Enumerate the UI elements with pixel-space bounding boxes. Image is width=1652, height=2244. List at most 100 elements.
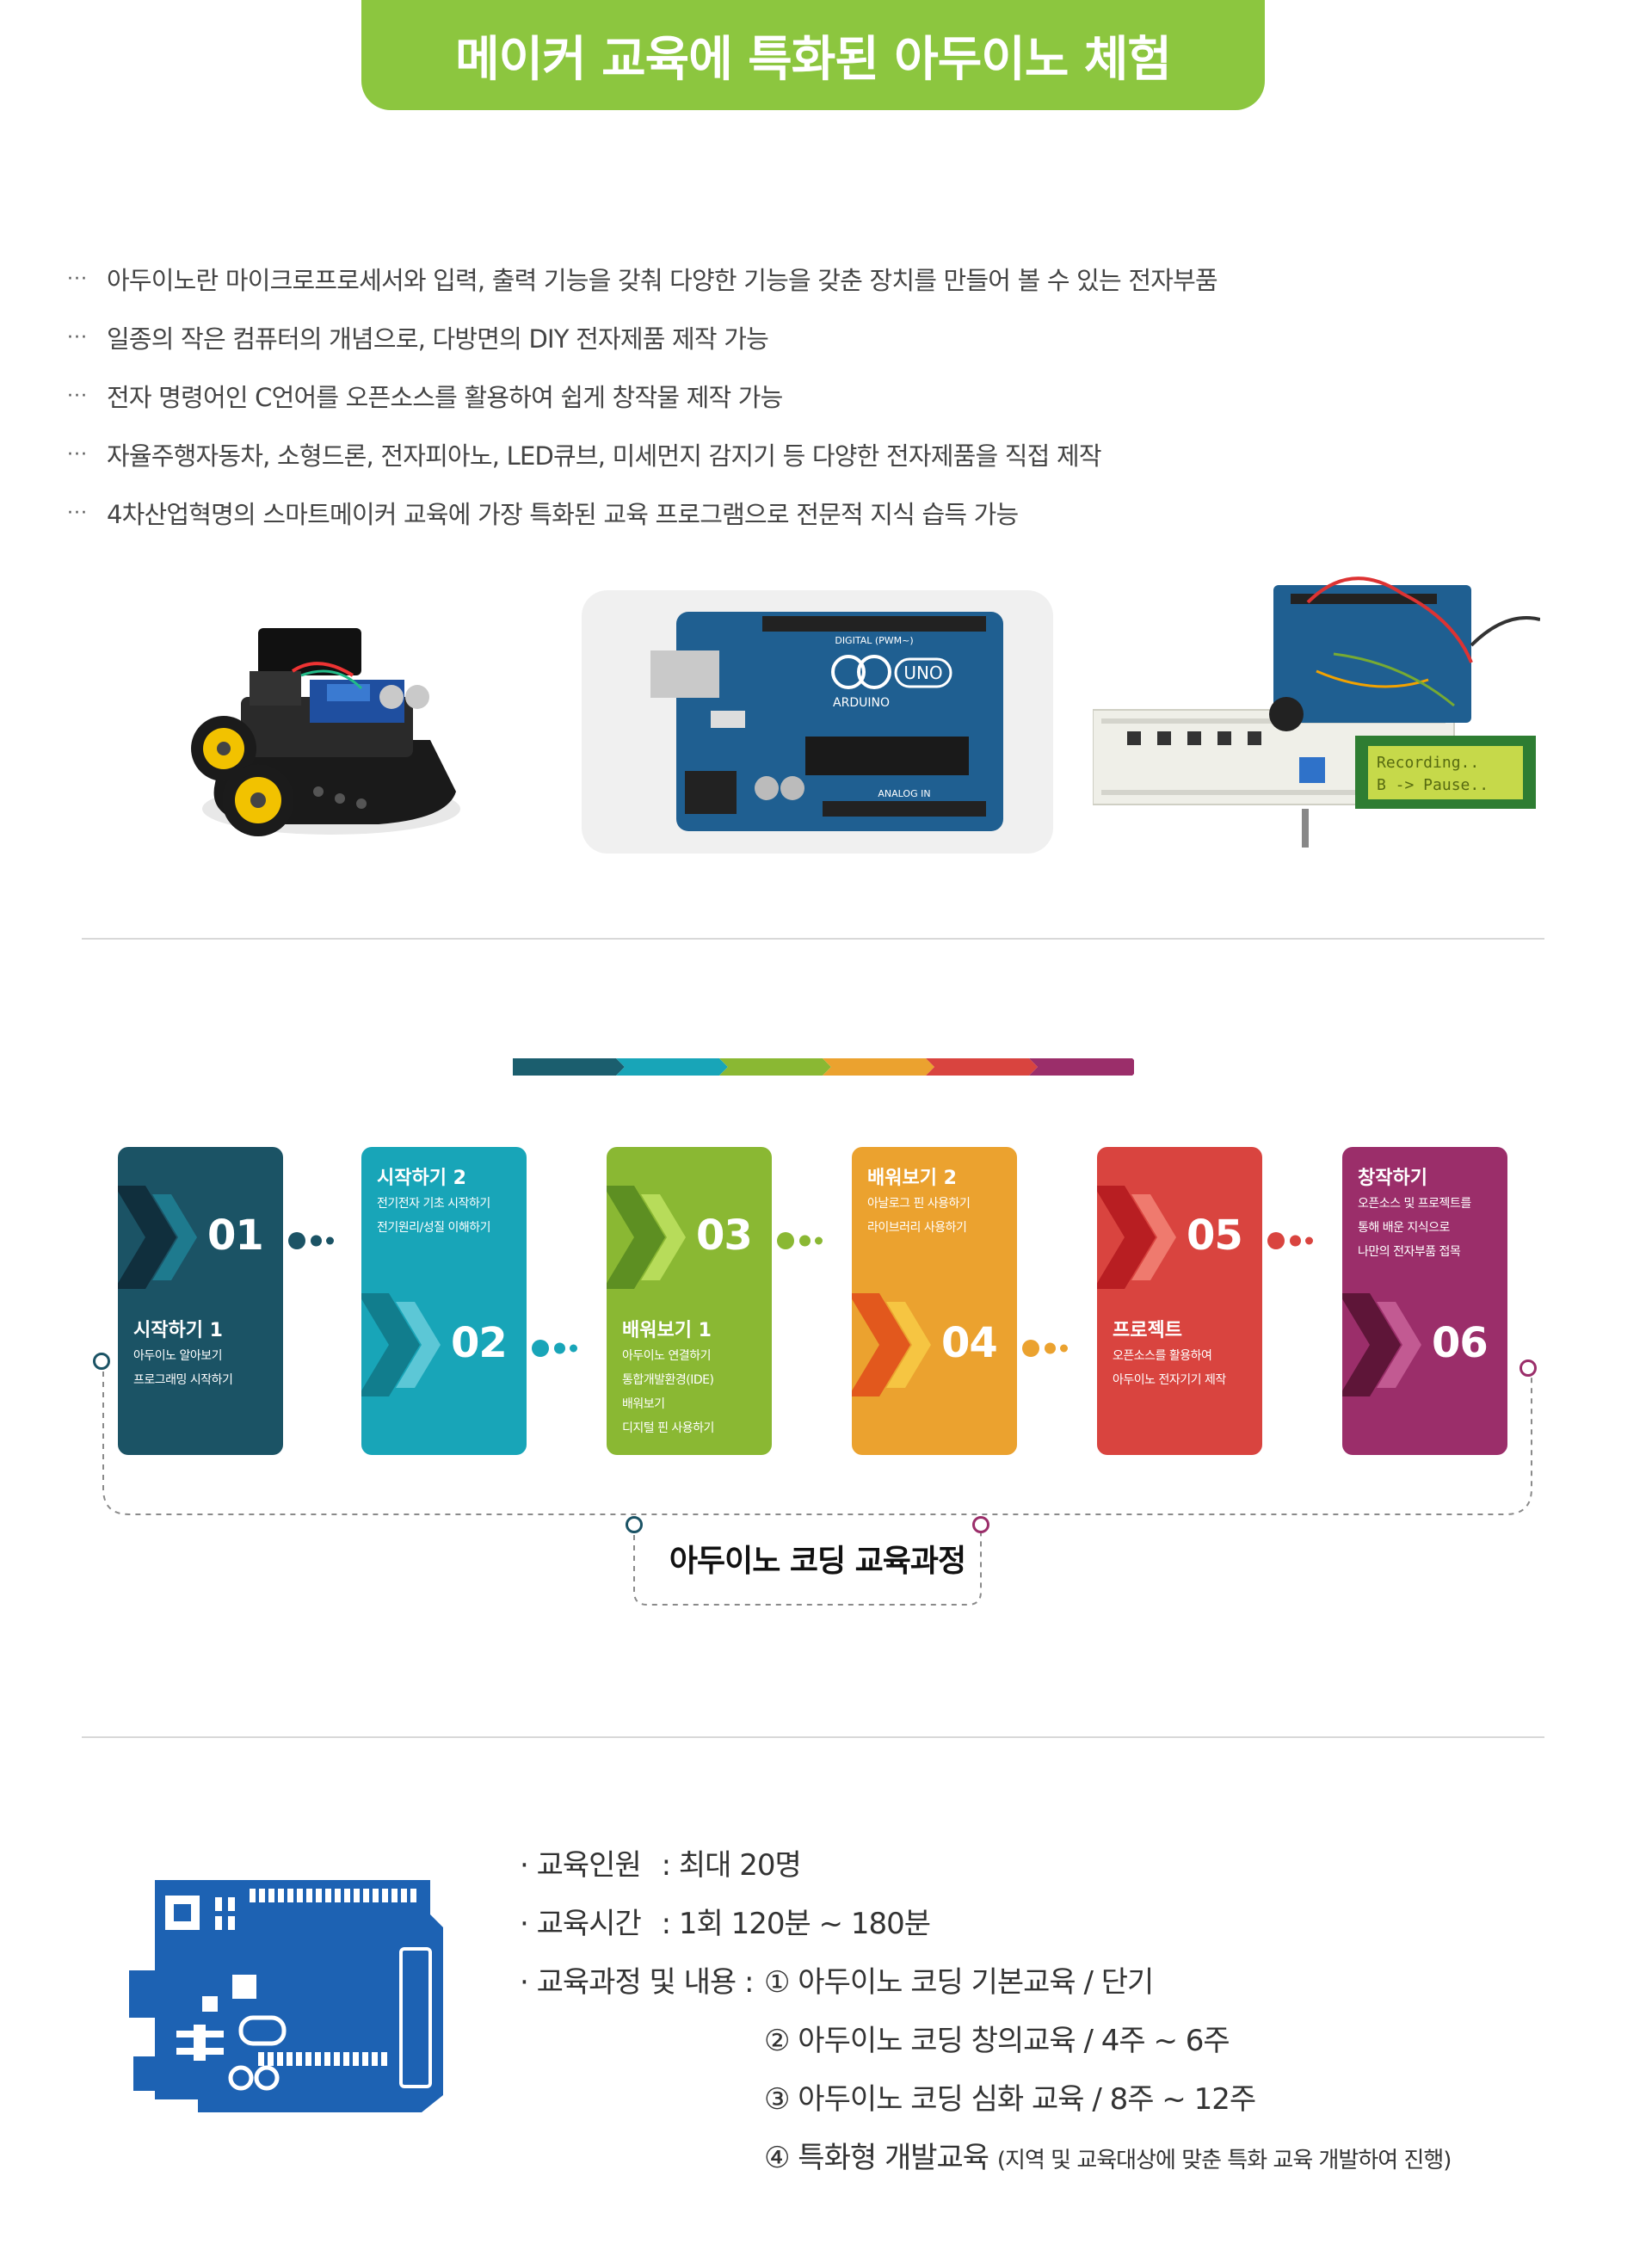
course-number: 05 [1187, 1211, 1243, 1260]
board-uno-label: UNO [903, 663, 942, 683]
strip-segment [719, 1058, 831, 1076]
strip-segment [1029, 1058, 1134, 1076]
connector-left-ring [626, 1516, 643, 1533]
intro-bullet: ··· 자율주행자동차, 소형드론, 전자피아노, LED큐브, 미세먼지 감지기… [67, 425, 1530, 484]
course-description-line: 나만의 전자부품 접목 [1358, 1245, 1461, 1259]
info-course-item: ① 아두이노 코딩 기본교육 / 단기 [764, 1958, 1154, 2000]
info-course-label: 교육과정 및 내용 [536, 1965, 737, 2000]
section-divider [82, 938, 1544, 940]
info-course-text: 아두이노 코딩 기본교육 / 단기 [798, 1965, 1154, 2000]
course-description-line: 통해 배운 지식으로 [1358, 1221, 1450, 1235]
lcd-line-1: Recording.. [1377, 754, 1479, 772]
info-course-item: ② 아두이노 코딩 창의교육 / 4주 ~ 6주 [764, 2017, 1230, 2059]
info-course-mark: ③ [764, 2082, 791, 2117]
strip-segment [926, 1058, 1038, 1076]
info-colon: : [661, 1848, 672, 1883]
connector-dots [1267, 1231, 1319, 1250]
chevron-arrows-icon [361, 1293, 441, 1396]
arduino-board-icon [129, 1880, 443, 2112]
curriculum-title: 아두이노 코딩 교육과정 [669, 1544, 966, 1579]
course-description-line: 아두이노 연결하기 [622, 1349, 712, 1363]
info-time-label: 교육시간 [536, 1907, 642, 1941]
intro-bullet-list: ··· 아두이노란 마이크로프로세서와 입력, 출력 기능을 갖춰 다양한 기능을… [67, 250, 1530, 542]
info-course-text: 특화형 개발교육 [798, 2141, 989, 2175]
intro-bullet-text: 자율주행자동차, 소형드론, 전자피아노, LED큐브, 미세먼지 감지기 등 … [107, 441, 1102, 471]
info-bullet: · [520, 1907, 529, 1941]
section-divider [82, 1736, 1544, 1738]
intro-bullet-text: 일종의 작은 컴퓨터의 개념으로, 다방면의 DIY 전자제품 제작 가능 [107, 324, 769, 354]
info-course-row: · 교육과정 및 내용 : [520, 1958, 755, 2000]
course-description-line: 배워보기 [622, 1397, 665, 1411]
info-time-row: · 교육시간 : 1회 120분 ~ 180분 [520, 1900, 931, 1942]
info-personnel-value: 최대 20명 [678, 1848, 802, 1883]
course-description-line: 전기원리/성질 이해하기 [377, 1221, 490, 1235]
info-course-note: (지역 및 교육대상에 맞춘 특화 교육 개발하여 진행) [996, 2148, 1452, 2173]
board-analog-label: ANALOG IN [878, 788, 930, 799]
chevron-arrows-icon [607, 1186, 686, 1289]
info-bullet: · [520, 1965, 529, 2000]
course-number: 01 [207, 1211, 264, 1260]
chevron-arrows-icon [1342, 1293, 1421, 1396]
curriculum-connector [102, 1361, 1532, 1606]
connector-dots [1022, 1339, 1074, 1358]
info-course-text: 아두이노 코딩 심화 교육 / 8주 ~ 12주 [798, 2082, 1256, 2117]
connector-end-ring [1519, 1359, 1537, 1377]
course-description-line: 아날로그 핀 사용하기 [867, 1197, 971, 1211]
course-description-line: 프로그래밍 시작하기 [133, 1373, 233, 1387]
info-course-item: ④ 특화형 개발교육 (지역 및 교육대상에 맞춘 특화 교육 개발하여 진행) [764, 2134, 1452, 2176]
strip-segment [513, 1058, 625, 1076]
board-digital-label: DIGITAL (PWM~) [835, 635, 913, 646]
intro-bullet: ···일종의 작은 컴퓨터의 개념으로, 다방면의 DIY 전자제품 제작 가능 [67, 308, 1530, 367]
course-title: 프로젝트 [1113, 1320, 1182, 1341]
intro-bullet-text: 아두이노란 마이크로프로세서와 입력, 출력 기능을 갖춰 다양한 기능을 갖춘… [107, 266, 1218, 295]
connector-dots [288, 1231, 340, 1250]
course-number: 02 [451, 1319, 508, 1367]
info-colon: : [661, 1907, 672, 1941]
course-description-line: 디지털 핀 사용하기 [622, 1421, 714, 1435]
course-title: 배워보기 1 [622, 1320, 712, 1341]
strip-segment [823, 1058, 934, 1076]
info-course-mark: ④ [764, 2141, 791, 2175]
progress-chevron-strip [513, 1058, 1134, 1076]
connector-dots [777, 1231, 829, 1250]
course-number: 04 [941, 1319, 998, 1367]
intro-bullet: ···전자 명령어인 C언어를 오픈소스를 활용하여 쉽게 창작물 제작 가능 [67, 367, 1530, 425]
strip-segment [616, 1058, 728, 1076]
connector-dots [532, 1339, 583, 1358]
intro-bullet-text: 4차산업혁명의 스마트메이커 교육에 가장 특화된 교육 프로그램으로 전문적 … [107, 500, 1019, 529]
chevron-arrows-icon [118, 1186, 197, 1289]
course-description-line: 통합개발환경(IDE) [622, 1373, 714, 1387]
bullet-marker: ··· [67, 268, 88, 290]
chevron-arrows-icon [852, 1293, 931, 1396]
info-time-value: 1회 120분 ~ 180분 [678, 1907, 931, 1941]
page-title: 메이커 교육에 특화된 아두이노 체험 [455, 31, 1172, 88]
course-title: 시작하기 1 [133, 1320, 223, 1341]
course-title: 배워보기 2 [867, 1168, 957, 1189]
intro-bullet: ··· 아두이노란 마이크로프로세서와 입력, 출력 기능을 갖춰 다양한 기능을… [67, 250, 1530, 308]
info-course-item: ③ 아두이노 코딩 심화 교육 / 8주 ~ 12주 [764, 2075, 1256, 2118]
page-title-banner: 메이커 교육에 특화된 아두이노 체험 [361, 0, 1265, 110]
course-description-line: 오픈소스를 활용하여 [1113, 1349, 1212, 1363]
course-description-line: 아두이노 전자기기 제작 [1113, 1373, 1226, 1387]
bullet-marker: ··· [67, 502, 88, 524]
course-title: 창작하기 [1358, 1168, 1427, 1189]
info-colon: : [744, 1965, 755, 2000]
info-bullet: · [520, 1848, 529, 1883]
info-course-mark: ② [764, 2024, 791, 2058]
info-course-text: 아두이노 코딩 창의교육 / 4주 ~ 6주 [798, 2024, 1230, 2058]
lcd-line-2: B -> Pause.. [1377, 776, 1489, 794]
course-description-line: 라이브러리 사용하기 [867, 1221, 967, 1235]
intro-bullet-text: 전자 명령어인 C언어를 오픈소스를 활용하여 쉽게 창작물 제작 가능 [107, 383, 783, 412]
bullet-marker: ··· [67, 443, 88, 465]
course-number: 03 [696, 1211, 753, 1260]
breadboard-project-photo: Recording.. B -> Pause.. [1093, 568, 1540, 860]
chevron-arrows-icon [1097, 1186, 1176, 1289]
info-course-mark: ① [764, 1965, 791, 2000]
course-description-line: 전기전자 기초 시작하기 [377, 1197, 490, 1211]
info-personnel-row: · 교육인원 : 최대 20명 [520, 1841, 802, 1883]
